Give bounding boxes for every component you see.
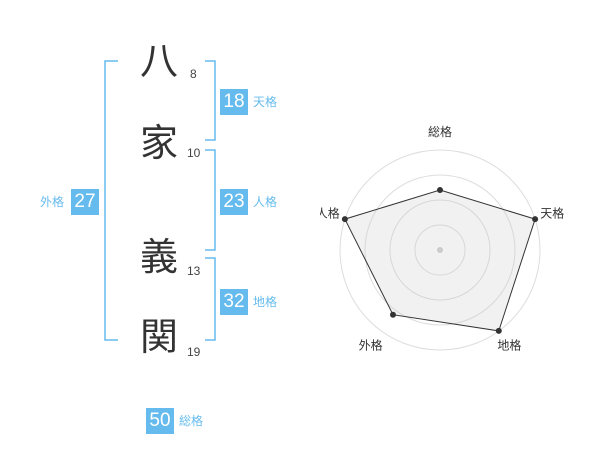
jinkaku-badge: 23 — [220, 189, 248, 215]
jinkaku-bracket — [205, 149, 216, 251]
radar-ring — [389, 199, 491, 301]
radar-axis-label-4: 外格 — [359, 337, 383, 352]
radar-center — [437, 247, 443, 253]
name-char-2: 家 — [140, 121, 179, 165]
tenkaku-label: 天格 — [253, 95, 278, 109]
name-char-3: 義 — [140, 235, 179, 279]
radar-point-2 — [532, 216, 539, 223]
tenkaku-bracket — [205, 60, 216, 141]
radar-ring — [339, 149, 541, 351]
gaikaku-badge: 27 — [71, 189, 99, 215]
jinkaku-label: 人格 — [253, 195, 278, 209]
gaikaku-bracket — [104, 60, 118, 341]
radar-axis-label-2: 天格 — [540, 206, 564, 221]
chikaku-badge: 32 — [220, 289, 248, 315]
radar-point-5 — [341, 216, 348, 223]
name-char-1: 八 — [140, 39, 179, 83]
name-char-4-strokes: 19 — [187, 345, 201, 359]
radar-ring — [364, 174, 516, 326]
soukaku-badge: 50 — [146, 408, 174, 434]
name-char-3-strokes: 13 — [187, 264, 201, 278]
soukaku-label: 総格 — [179, 414, 204, 428]
name-char-2-strokes: 10 — [187, 146, 201, 160]
gaikaku-label: 外格 — [40, 195, 65, 209]
radar-axis-label-3: 地格 — [497, 337, 521, 352]
name-char-1-strokes: 8 — [190, 67, 197, 81]
tenkaku-badge: 18 — [220, 89, 248, 115]
radar-polygon — [344, 189, 536, 332]
radar-ring — [414, 224, 466, 276]
chikaku-label: 地格 — [253, 295, 278, 309]
radar-point-4 — [389, 311, 396, 318]
name-char-4: 関 — [140, 315, 179, 359]
radar-axis-label-5: 人格 — [320, 206, 340, 221]
radar-point-3 — [495, 327, 502, 334]
chikaku-bracket — [205, 257, 216, 341]
radar-axis-label-1: 総格 — [428, 124, 452, 139]
radar-point-1 — [437, 187, 443, 193]
